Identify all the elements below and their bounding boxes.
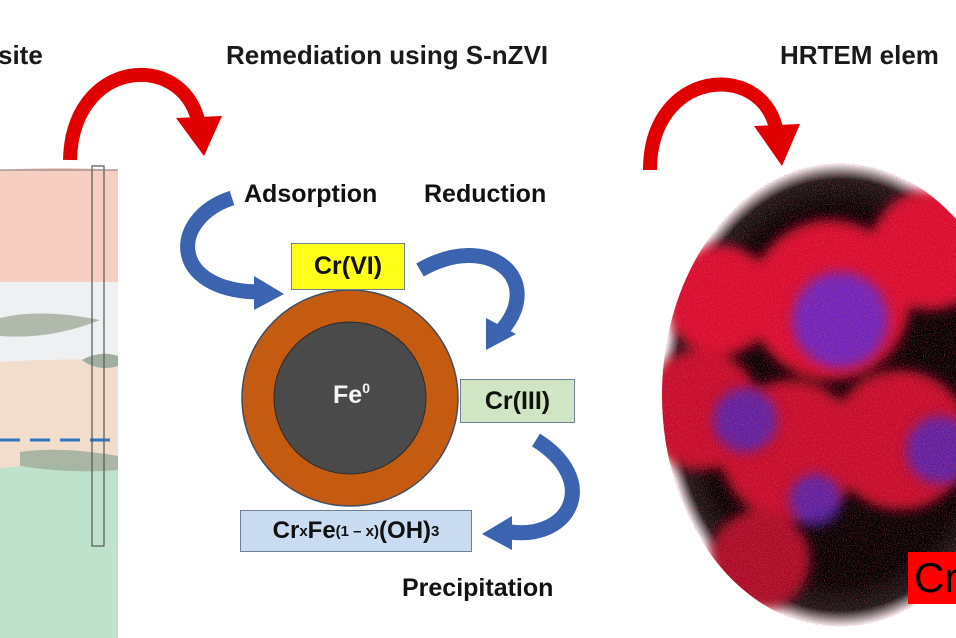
topsoil-layer [0, 168, 118, 282]
fe-base: Fe [333, 381, 363, 409]
fe0-label: Fe0 [333, 380, 370, 410]
cr3-text: Cr(III) [484, 386, 551, 415]
label-precipitation: Precipitation [402, 574, 554, 602]
label-adsorption: Adsorption [244, 180, 378, 208]
sand-layer [0, 359, 118, 470]
crfe-base2: Fe [307, 517, 336, 544]
clay-lens [20, 449, 118, 472]
blue-arrow-reduction [416, 248, 525, 350]
snzvi-particle [241, 289, 459, 507]
box-cr6: Cr(VI) [291, 243, 405, 290]
clay-lens [82, 353, 118, 368]
crfe-sub2: (1 – x) [335, 522, 380, 540]
heading-hrtem: HRTEM elem [780, 40, 939, 70]
blue-arrow-precipitation [482, 433, 580, 550]
red-arrow-left [63, 67, 222, 161]
crfe-sub1: x [299, 522, 308, 540]
injection-well [91, 165, 105, 547]
clay-lens [0, 313, 100, 337]
aquifer-layer [0, 465, 118, 638]
crfe-base3: (OH) [379, 517, 432, 544]
site-cross-section [0, 162, 118, 638]
heading-remediation: Remediation using S-nZVI [226, 40, 549, 70]
crfe-base1: Cr [272, 517, 300, 544]
heading-contaminated-site: site [0, 40, 43, 70]
hrtem-map [662, 163, 956, 627]
blue-arrow-adsorption [180, 190, 284, 310]
box-cr3: Cr(III) [460, 379, 575, 423]
crfe-sub3: 3 [431, 522, 440, 540]
label-reduction: Reduction [424, 180, 547, 208]
particle-core [273, 321, 427, 475]
cr-legend-badge: Cr [908, 552, 956, 604]
cr6-text: Cr(VI) [313, 252, 383, 280]
red-arrow-right [643, 77, 800, 171]
fe-sup: 0 [362, 380, 370, 396]
